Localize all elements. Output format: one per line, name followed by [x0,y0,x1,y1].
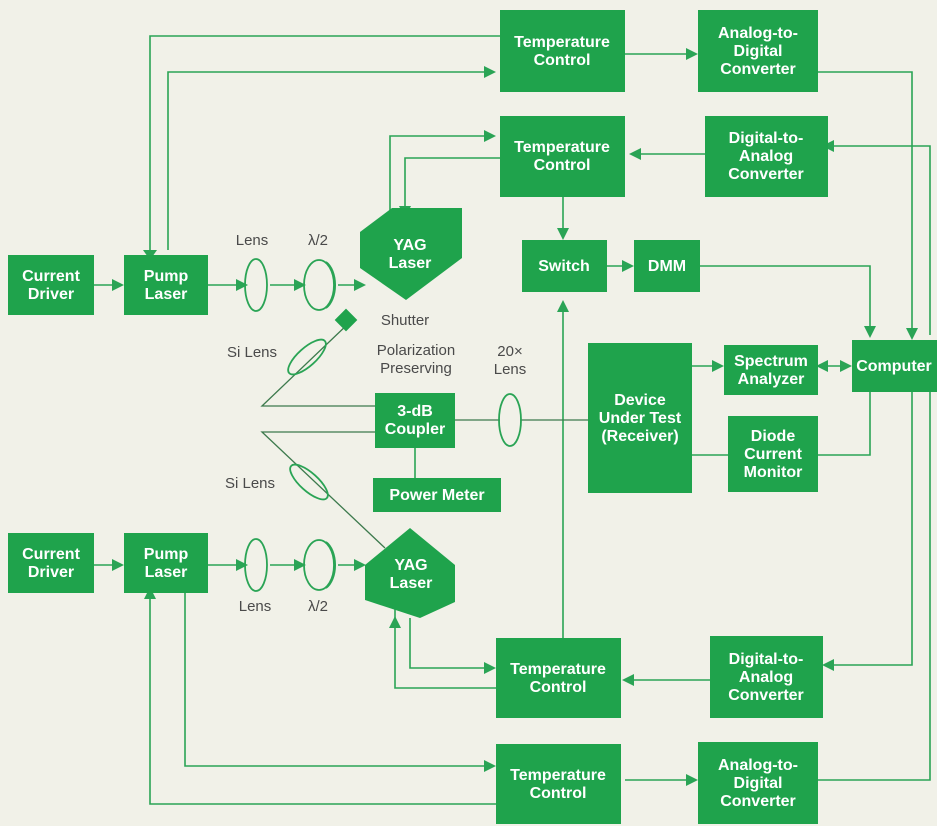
fiber-paths [260,321,588,549]
half-wave-bottom-label: λ/2 [308,598,328,615]
si-lens-bottom-icon [289,463,329,501]
block-switch: Switch [522,240,607,292]
lens-bottom-label: Lens [239,598,272,615]
si-lens-bottom-label: Si Lens [225,475,275,492]
block-computer: Computer [852,340,937,392]
lens-20x-icon [498,393,522,447]
lens-top-icon [244,258,268,312]
si-lens-top-label: Si Lens [227,344,277,361]
block-power-meter: Power Meter [373,478,501,512]
lens-20x-label: 20×Lens [494,343,527,378]
switch-label: Switch [538,258,590,275]
half-wave-top-label: λ/2 [308,232,328,249]
lens-bottom-icon [244,538,268,592]
lens-top-label: Lens [236,232,269,249]
power-meter-label: Power Meter [389,487,484,504]
half-wave-plate-top-icon [303,259,335,311]
shutter-icon [334,308,358,332]
half-wave-plate-bottom-icon [303,539,335,591]
si-lens-top-icon [287,338,327,376]
block-dmm: DMM [634,240,700,292]
computer-label: Computer [856,358,932,375]
dmm-label: DMM [648,258,686,275]
optics [244,258,522,592]
shutter-label: Shutter [381,312,429,329]
